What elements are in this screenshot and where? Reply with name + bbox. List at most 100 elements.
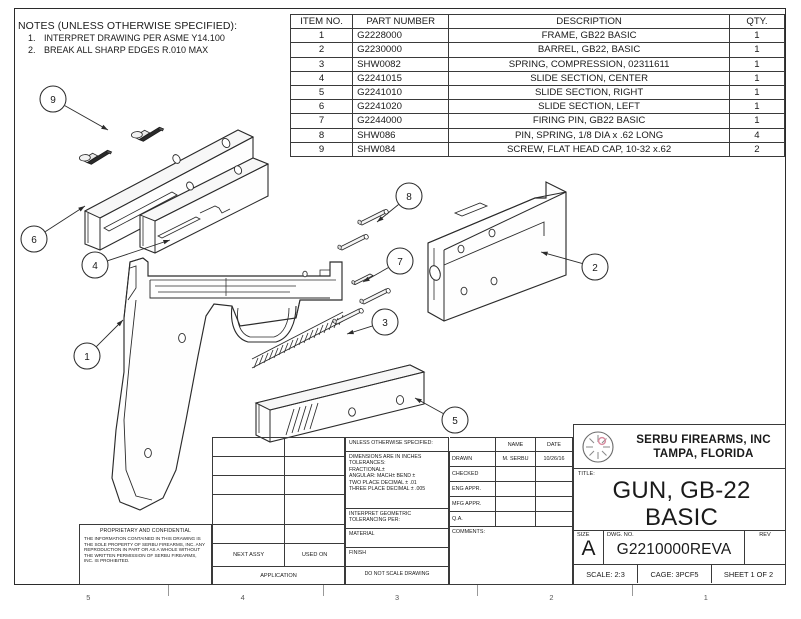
approvals-row-date: 10/26/16 [535, 451, 573, 467]
geometric-tolerancing-label: INTERPRET GEOMETRIC TOLERANCING PER: [346, 509, 448, 529]
company-line-2: TAMPA, FLORIDA [653, 446, 754, 460]
drawing-title-line-2: BASIC [644, 504, 719, 531]
part-cap-screw-2 [130, 126, 165, 143]
approvals-row-date [535, 481, 573, 497]
approvals-row-date [535, 511, 573, 527]
zone-marker-4: 4 [240, 593, 245, 602]
note-item: 2.BREAK ALL SHARP EDGES R.010 MAX [18, 45, 283, 57]
approvals-row-label: CHECKED [449, 466, 496, 482]
bom-header-part: PART NUMBER [352, 13, 450, 30]
zone-divider [477, 585, 479, 596]
notes-title: NOTES (UNLESS OTHERWISE SPECIFIED): [18, 20, 238, 32]
cage-value: CAGE: 3PCF5 [638, 565, 712, 583]
drawing-title-row: TITLE: GUN, GB-22 BASIC [574, 469, 785, 531]
part-spring-pin-1 [356, 208, 390, 226]
balloon-circle [371, 308, 399, 336]
tolerance-line: FRACTIONAL± [349, 466, 385, 473]
approvals-row-label: DRAWN [449, 451, 496, 467]
appl-blank [284, 437, 345, 457]
approvals-row-label: MFG APPR. [449, 496, 496, 512]
appl-blank [211, 437, 286, 457]
tolerance-line: DIMENSIONS ARE IN INCHES [349, 454, 422, 460]
tolerance-header: UNLESS OTHERWISE SPECIFIED: [346, 438, 448, 452]
tolerance-lines: DIMENSIONS ARE IN INCHES TOLERANCES: FRA… [346, 452, 448, 509]
bom-cell-qty: 1 [728, 56, 786, 72]
balloon-circle [73, 342, 101, 370]
material-label: MATERIAL [346, 529, 448, 548]
approvals-row-label: ENG APPR. [449, 481, 496, 497]
balloon-label: 2 [592, 263, 598, 274]
part-spring-pin-2 [336, 233, 370, 251]
appl-blank [211, 455, 286, 476]
part-compression-spring [251, 311, 344, 369]
approvals-row-name [495, 466, 536, 482]
tolerance-line: TWO PLACE DECIMAL ± .01 [349, 479, 417, 486]
approvals-row-name [495, 511, 536, 527]
part-spring-pin-3 [358, 287, 392, 305]
bom-cell-part: SHW084 [352, 141, 450, 157]
proprietary-notice-block: PROPRIETARY AND CONFIDENTIAL THE INFORMA… [79, 524, 212, 585]
tolerance-line: THREE PLACE DECIMAL ± .005 [349, 486, 426, 493]
scale-value: SCALE: 2:3 [574, 565, 638, 583]
used-on-cell: USED ON [284, 542, 345, 568]
appl-blank [284, 455, 345, 476]
bom-header-item: ITEM NO. [289, 13, 354, 30]
bom-cell-part: G2241020 [352, 99, 450, 115]
balloon-label: 9 [50, 95, 56, 106]
application-label: APPLICATION [212, 566, 345, 585]
bom-header-qty: QTY. [728, 13, 786, 30]
approvals-date-header: DATE [535, 437, 573, 452]
appl-blank [284, 524, 345, 544]
balloon-callout-7: 7 [362, 247, 414, 283]
zone-marker-1: 1 [703, 593, 708, 602]
balloon-label: 8 [406, 192, 412, 203]
zone-marker-5: 5 [86, 593, 91, 602]
appr-corner [449, 437, 496, 452]
note-text: INTERPRET DRAWING PER ASME Y14.100 [44, 33, 225, 43]
size-cell: SIZE A [574, 531, 604, 564]
balloon-circle [581, 253, 609, 281]
approvals-row-label: Q.A. [449, 511, 496, 527]
approvals-row-name [495, 496, 536, 512]
bom-cell-part: SHW086 [352, 127, 450, 143]
balloon-callout-8: 8 [376, 182, 423, 223]
part-slide-section-right [254, 364, 426, 443]
comments-label: COMMENTS: [449, 526, 573, 585]
balloon-circle [386, 247, 414, 275]
rev-cell: REV [745, 531, 785, 564]
balloon-circle [395, 182, 423, 210]
company-header: SERBU FIREARMS, INC TAMPA, FLORIDA [574, 425, 785, 469]
part-frame [111, 257, 343, 511]
zone-divider [168, 585, 170, 596]
do-not-scale-label: DO NOT SCALE DRAWING [364, 571, 430, 577]
appl-blank [284, 474, 345, 495]
bom-header-description: DESCRIPTION [448, 13, 730, 30]
approvals-name-header: NAME [495, 437, 536, 452]
notes-list: 1. INTERPRET DRAWING PER ASME Y14.100 2.B… [18, 33, 283, 56]
finish-label: FINISH [346, 548, 448, 567]
bom-cell-qty: 2 [728, 141, 786, 157]
dwg-no-value: G2210000REVA [616, 541, 732, 558]
zone-marker-2: 2 [549, 593, 554, 602]
balloon-label: 4 [92, 261, 98, 272]
balloon-callout-1: 1 [73, 319, 124, 370]
zone-divider [631, 585, 633, 596]
note-number: 1. [28, 33, 36, 43]
rev-label: REV [759, 532, 771, 538]
serbu-logo-icon [582, 430, 614, 463]
balloon-callout-9: 9 [39, 85, 109, 131]
balloon-callout-6: 6 [20, 205, 86, 253]
notes-block: NOTES (UNLESS OTHERWISE SPECIFIED): 1. IN… [18, 20, 283, 56]
size-value: A [581, 537, 596, 560]
tolerance-block: UNLESS OTHERWISE SPECIFIED: DIMENSIONS A… [345, 437, 449, 585]
